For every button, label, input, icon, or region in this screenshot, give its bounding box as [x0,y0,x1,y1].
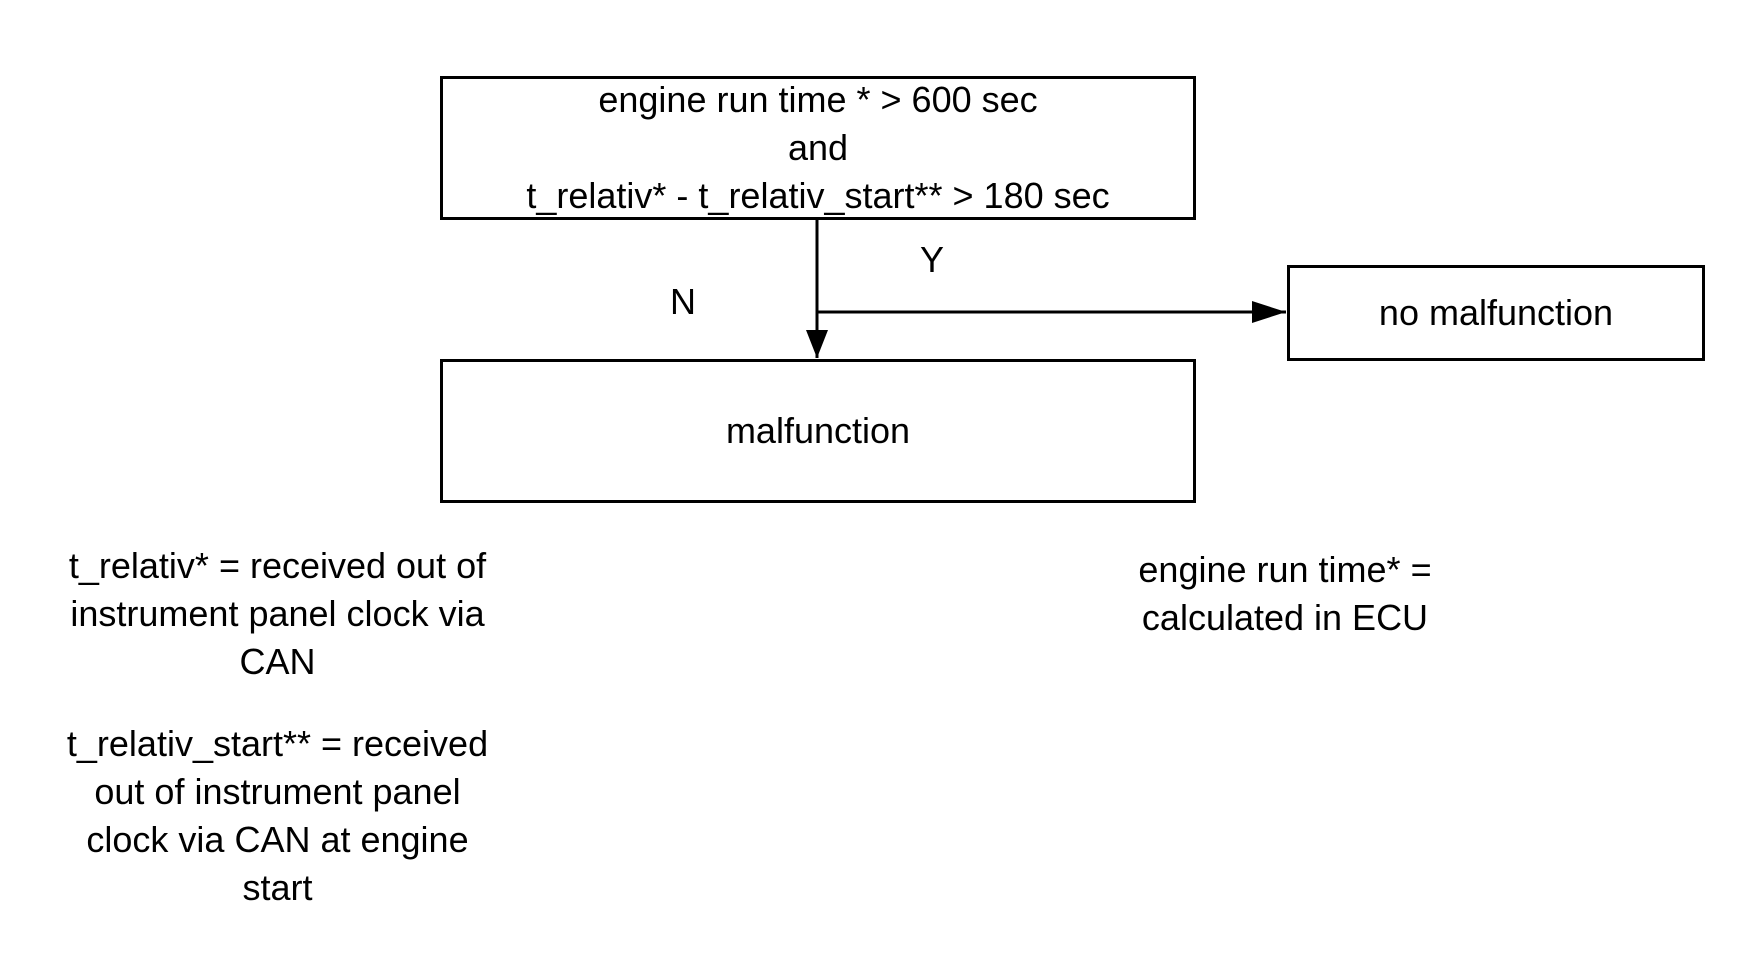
note-t-relativ-start-line-1: t_relativ_start** = received [66,723,489,764]
note-t-relativ-start: t_relativ_start** = received out of inst… [20,720,535,912]
note-t-relativ-line-1: t_relativ* = received out of [68,545,487,586]
condition-line-1: engine run time * > 600 sec [598,79,1038,120]
condition-box: engine run time * > 600 sec and t_relati… [440,76,1196,220]
note-t-relativ-start-line-3: clock via CAN at engine [86,819,469,860]
malfunction-box: malfunction [440,359,1196,503]
note-t-relativ-line-3: CAN [239,641,316,682]
note-t-relativ-start-line-4: start [242,867,313,908]
note-engine-run-time: engine run time* = calculated in ECU [1090,546,1480,642]
condition-line-2: and [787,127,849,168]
note-engine-run-time-line-1: engine run time* = [1138,549,1432,590]
note-t-relativ: t_relativ* = received out of instrument … [20,542,535,686]
no-malfunction-label: no malfunction [1378,292,1614,333]
no-malfunction-box: no malfunction [1287,265,1705,361]
malfunction-label: malfunction [725,410,911,451]
note-t-relativ-line-2: instrument panel clock via [70,593,485,634]
branch-label-no: N [670,281,696,322]
branch-label-yes: Y [920,239,945,280]
note-engine-run-time-line-2: calculated in ECU [1141,597,1429,638]
note-t-relativ-start-line-2: out of instrument panel [94,771,461,812]
condition-line-3: t_relativ* - t_relativ_start** > 180 sec [526,175,1110,216]
